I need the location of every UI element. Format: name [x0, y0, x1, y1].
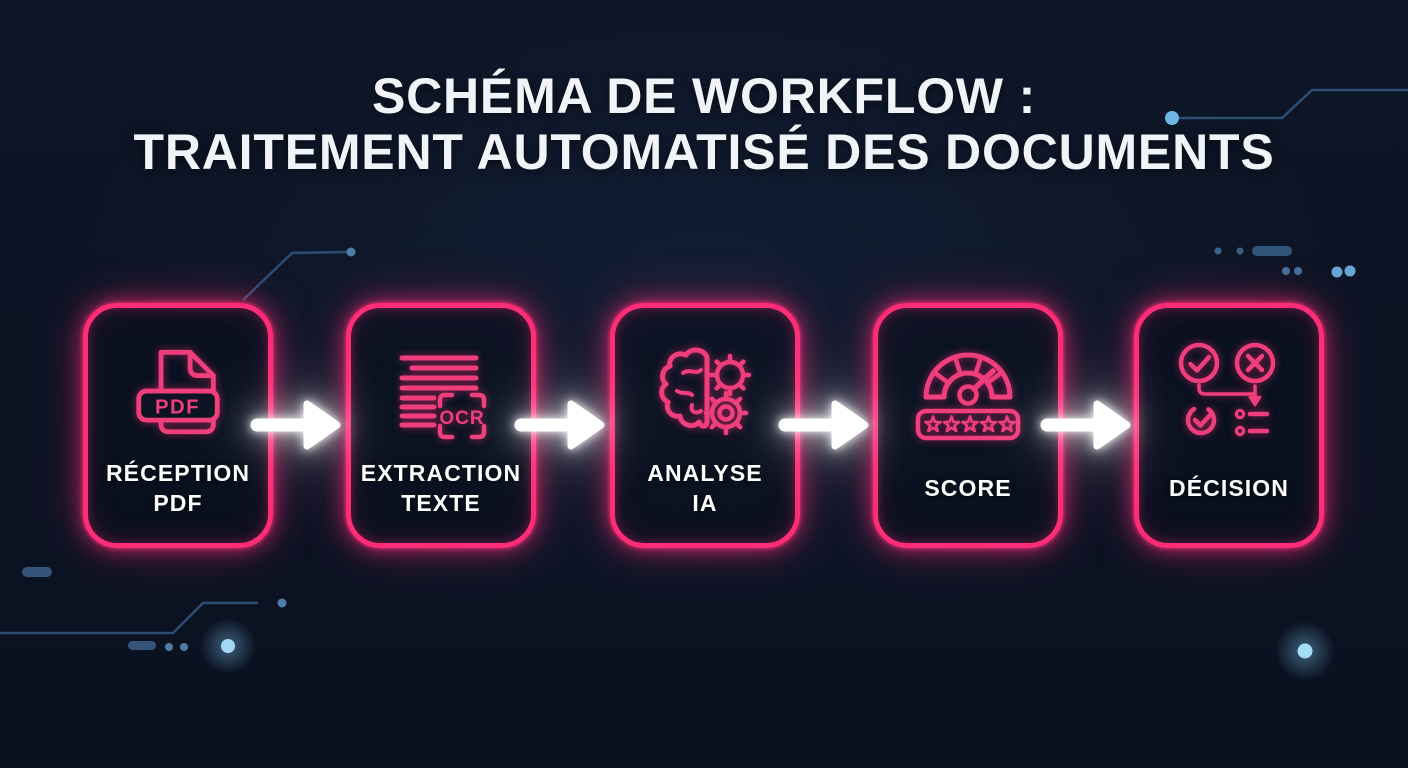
circuit-line-bottom-left [0, 601, 258, 635]
ocr-icon-label: OCR [439, 408, 484, 429]
step-label-line: DÉCISION [1169, 474, 1289, 501]
step-label: ANALYSE IA [647, 454, 763, 543]
step-label-line: EXTRACTION [360, 459, 522, 486]
step-label-line: SCORE [924, 474, 1012, 501]
pdf-file-icon: PDF [132, 332, 224, 454]
step-label-line: TEXTE [401, 489, 481, 516]
step-label-line: IA [692, 489, 718, 516]
glow-dot [221, 639, 235, 653]
step-card-decision: DÉCISION [1134, 303, 1324, 548]
circuit-line-card1 [242, 250, 348, 301]
step-card-score: SCORE [873, 303, 1063, 548]
page-title-line1: SCHÉMA DE WORKFLOW : [371, 68, 1037, 124]
step-label: SCORE [924, 454, 1011, 543]
circuit-node-dot [346, 247, 356, 257]
ocr-scan-icon: OCR [394, 332, 489, 454]
flow-arrow-icon [1040, 400, 1131, 450]
pdf-icon-label: PDF [155, 396, 200, 418]
glow-dot [1297, 643, 1313, 659]
step-label-line: ANALYSE [647, 459, 763, 486]
step-label: RÉCEPTION PDF [106, 454, 250, 543]
flow-arrow-icon [514, 400, 605, 450]
step-label-line: RÉCEPTION [105, 459, 251, 486]
ai-brain-gears-icon [655, 332, 755, 454]
step-card-extraction-texte: OCR EXTRACTION TEXTE [346, 303, 536, 548]
step-label: EXTRACTION TEXTE [361, 454, 522, 543]
flow-arrow-icon [778, 400, 869, 450]
page-title: SCHÉMA DE WORKFLOW : TRAITEMENT AUTOMATI… [0, 68, 1408, 180]
page-title-line2: TRAITEMENT AUTOMATISÉ DES DOCUMENTS [133, 124, 1275, 180]
flow-arrow-icon [250, 400, 341, 450]
step-label-line: PDF [153, 489, 203, 516]
step-card-reception-pdf: PDF RÉCEPTION PDF [83, 303, 273, 548]
step-label: DÉCISION [1169, 454, 1289, 543]
step-card-analyse-ia: ANALYSE IA [610, 303, 800, 548]
score-gauge-stars-icon [912, 332, 1024, 454]
decision-branch-icon [1177, 332, 1282, 454]
